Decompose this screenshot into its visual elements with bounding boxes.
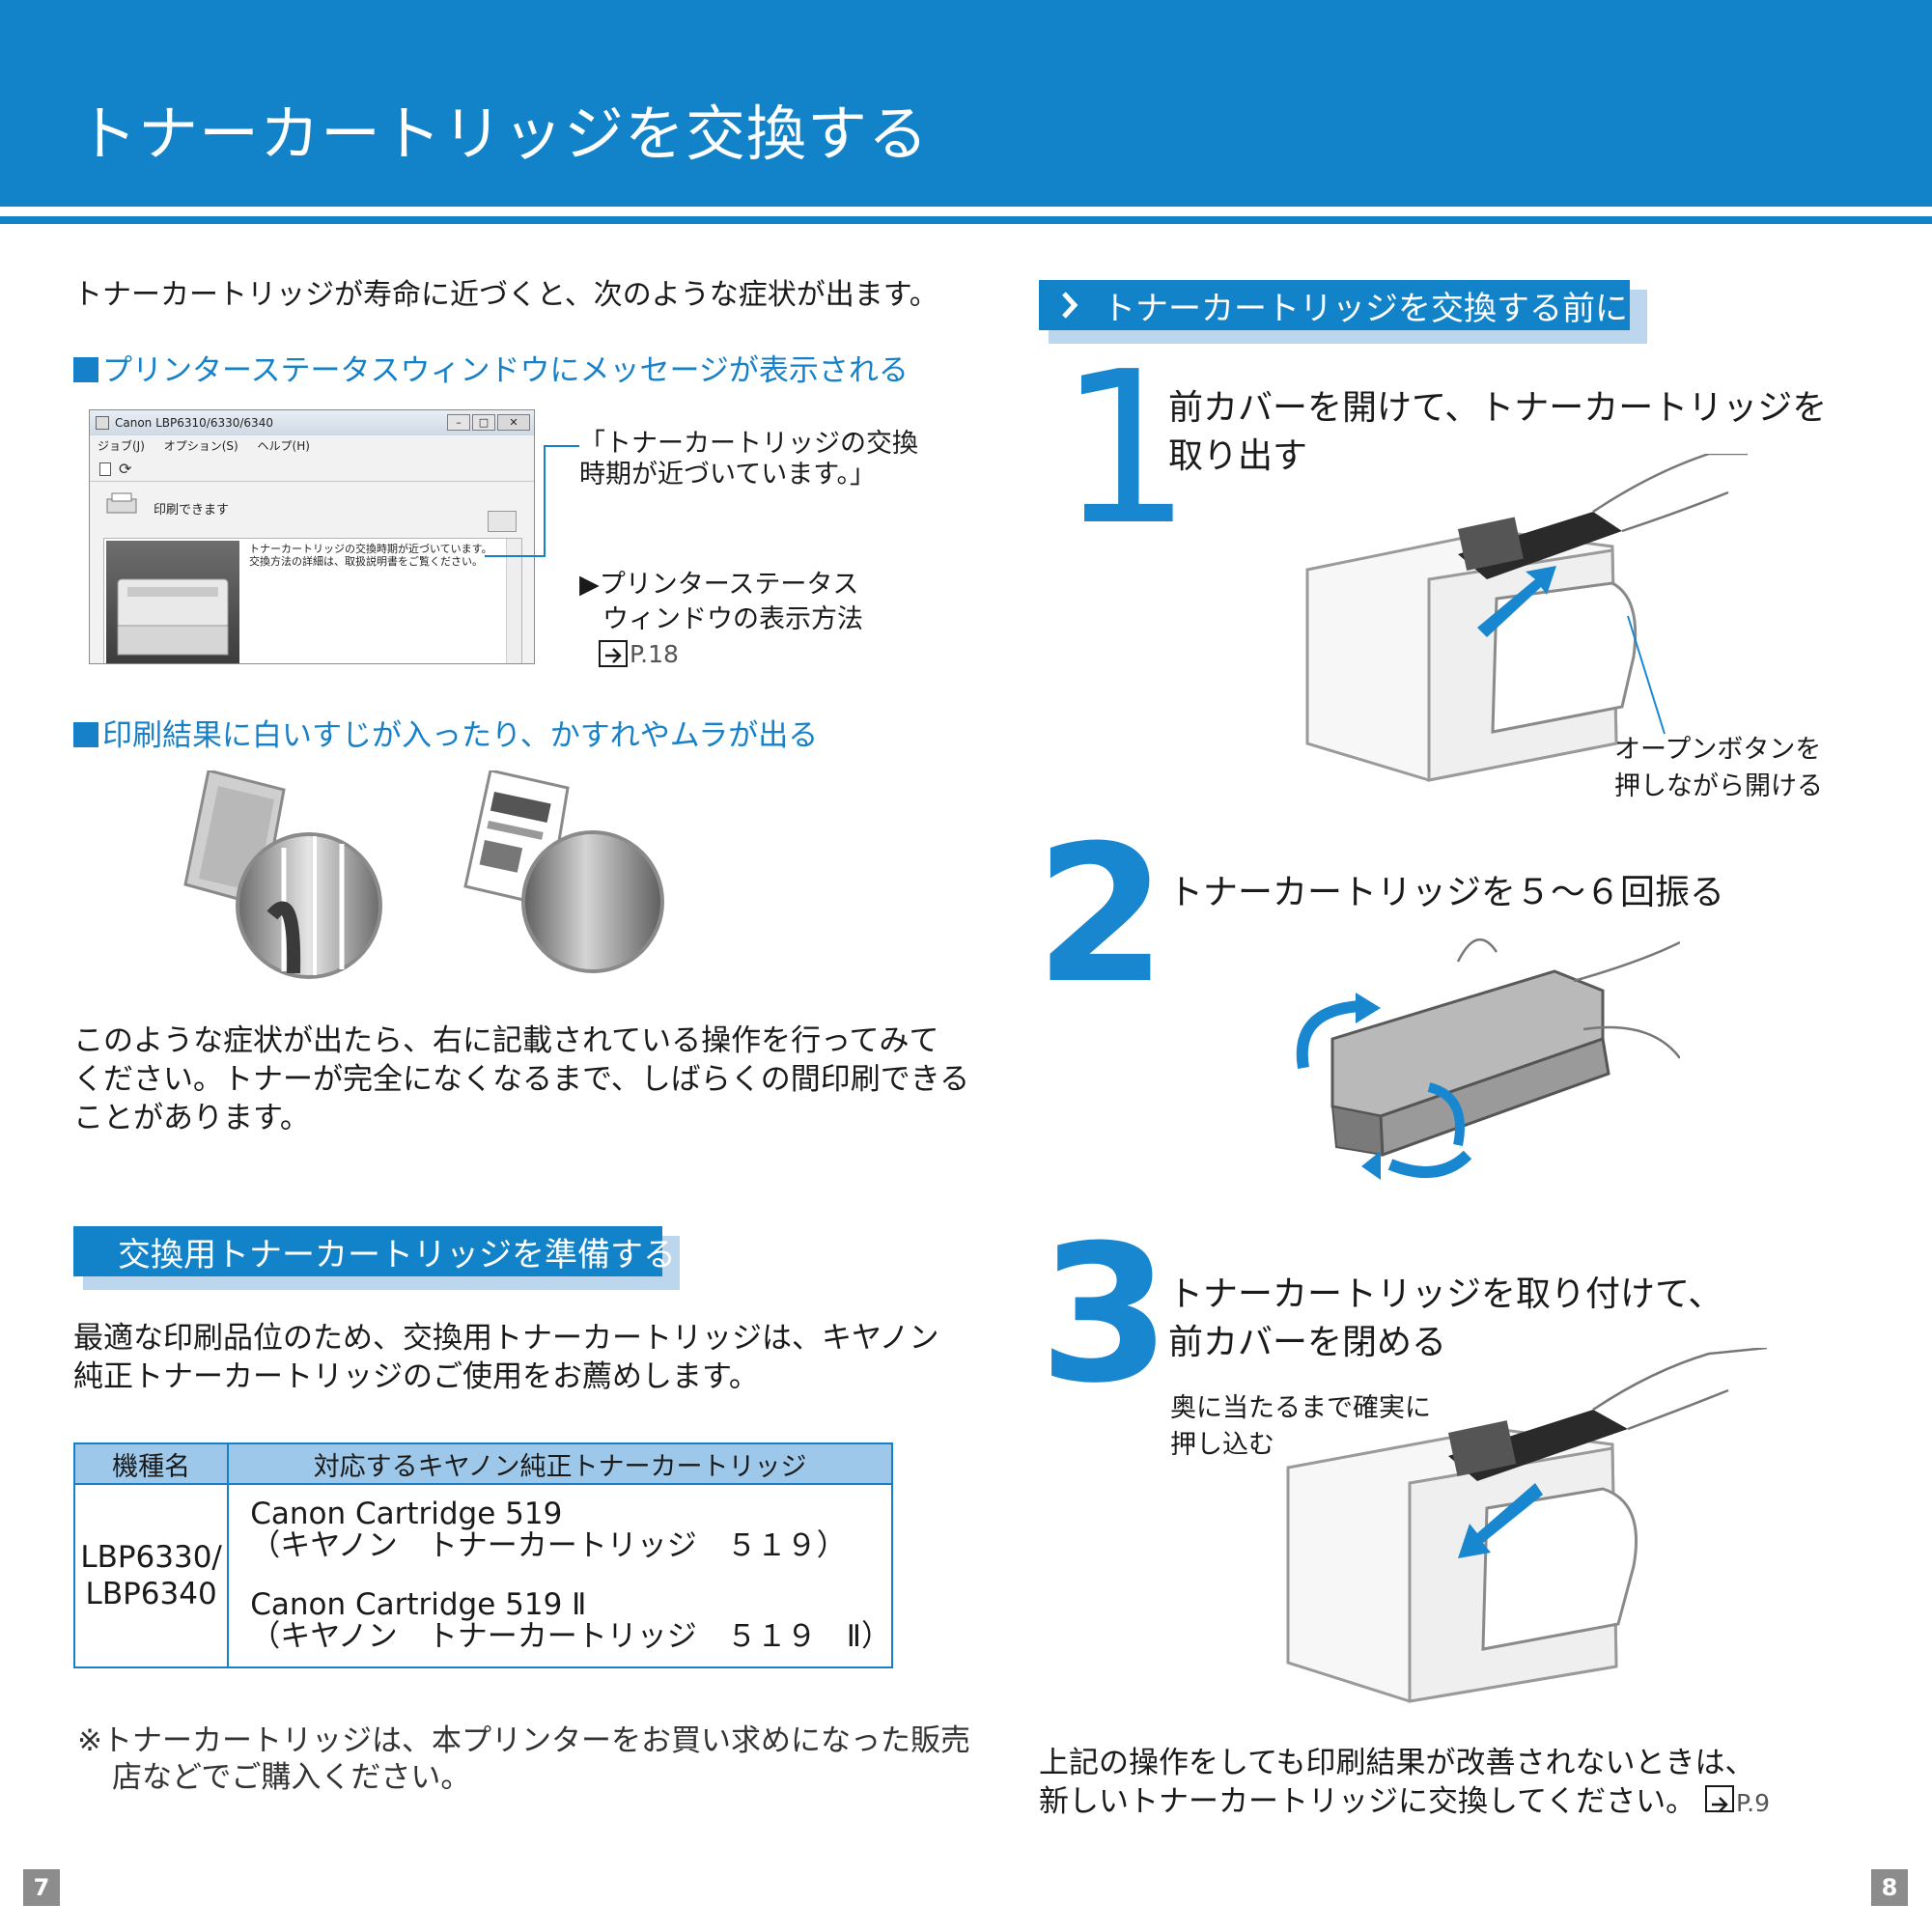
symptom1-heading: プリンターステータスウィンドウにメッセージが表示される xyxy=(73,346,909,389)
square-bullet-icon xyxy=(73,357,98,382)
step-2-title: トナーカートリッジを５～６回振る xyxy=(1168,873,1725,912)
page-reference-link[interactable]: P.9 xyxy=(1736,1789,1771,1817)
shake-cartridge-illustration xyxy=(1296,938,1680,1180)
square-bullet-icon xyxy=(73,722,98,747)
advice-text: このような症状が出たら、右に記載されている操作を行ってみて ください。トナーが完… xyxy=(73,1023,970,1135)
table-header-cartridge: 対応するキヤノン純正トナーカートリッジ xyxy=(227,1442,893,1485)
minimize-icon[interactable]: – xyxy=(447,414,470,431)
footnote: ※トナーカートリッジは、本プリンターをお買い求めになった販売 店などでご購入くだ… xyxy=(77,1723,970,1795)
open-button-note: オープンボタンを 押しながら開ける xyxy=(1614,735,1823,801)
page-reference-link[interactable]: P.18 xyxy=(630,640,679,668)
page-number-right: 8 xyxy=(1871,1869,1908,1906)
cartridge-cell: Canon Cartridge 519 （キヤノン トナーカートリッジ ５１９）… xyxy=(227,1483,893,1668)
maximize-icon[interactable]: □ xyxy=(472,414,495,431)
model-cell: LBP6330/ LBP6340 xyxy=(72,1483,230,1668)
white-streak-illustration xyxy=(183,770,382,979)
table-row: LBP6330/ LBP6340 Canon Cartridge 519 （キヤ… xyxy=(72,1483,893,1668)
message-pane: トナーカートリッジの交換時期が近づいています。 交換方法の詳細は、取扱説明書をご… xyxy=(103,538,522,663)
close-icon[interactable]: ✕ xyxy=(497,414,530,431)
window-message-callout: 「トナーカートリッジの交換 時期が近づいています。」 xyxy=(579,429,918,490)
recommend-text: 最適な印刷品位のため、交換用トナーカートリッジは、キヤノン 純正トナーカートリッ… xyxy=(73,1321,939,1394)
page-number-left: 7 xyxy=(23,1869,60,1906)
install-cartridge-illustration xyxy=(1286,1348,1767,1703)
page-icon[interactable] xyxy=(99,462,111,476)
printer-status-window: Canon LBP6310/6330/6340 – □ ✕ ジョブ(J) オプシ… xyxy=(89,409,535,664)
app-icon xyxy=(96,416,109,430)
howto-note: ▶プリンターステータス ウィンドウの表示方法 P.18 xyxy=(579,570,863,668)
details-button[interactable] xyxy=(488,511,517,532)
step-number-2: 2 xyxy=(1035,805,1167,1025)
printer-thumbnail xyxy=(106,541,239,663)
cartridge-table: 機種名 対応するキヤノン純正トナーカートリッジ LBP6330/ LBP6340… xyxy=(72,1442,893,1668)
page-ref-arrow-icon xyxy=(1705,1785,1734,1812)
window-toolbar: ⟳ xyxy=(90,457,534,482)
scrollbar[interactable] xyxy=(506,539,521,663)
table-header-model: 機種名 xyxy=(72,1442,230,1485)
menu-job[interactable]: ジョブ(J) xyxy=(98,439,145,453)
status-message: トナーカートリッジの交換時期が近づいています。 交換方法の詳細は、取扱説明書をご… xyxy=(249,543,492,568)
remove-cartridge-illustration xyxy=(1305,454,1748,782)
symptom2-heading: 印刷結果に白いすじが入ったり、かすれやムラが出る xyxy=(73,711,818,754)
page-title: トナーカートリッジを交換する xyxy=(77,98,930,169)
menu-options[interactable]: オプション(S) xyxy=(163,439,238,453)
window-menubar: ジョブ(J) オプション(S) ヘルプ(H) xyxy=(90,435,534,457)
refresh-icon[interactable]: ⟳ xyxy=(119,460,132,478)
step-1-title: 前カバーを開けて、トナーカートリッジを 取り出す xyxy=(1168,388,1828,476)
closing-text: 上記の操作をしても印刷結果が改善されないときは、 新しいトナーカートリッジに交換… xyxy=(1039,1746,1771,1819)
printer-status-icon xyxy=(106,492,137,514)
page-header xyxy=(0,0,1932,207)
callout-leader-line xyxy=(485,445,579,557)
step-number-1: 1 xyxy=(1058,327,1192,572)
header-rule xyxy=(0,216,1932,224)
menu-help[interactable]: ヘルプ(H) xyxy=(257,439,310,453)
faded-print-illustration xyxy=(463,770,664,973)
table-header-row: 機種名 対応するキヤノン純正トナーカートリッジ xyxy=(72,1442,893,1485)
intro-text: トナーカートリッジが寿命に近づくと、次のような症状が出ます。 xyxy=(73,278,938,312)
status-text: 印刷できます xyxy=(154,503,230,518)
step-3-title: トナーカートリッジを取り付けて、 前カバーを閉める xyxy=(1168,1274,1723,1362)
chevron-right-icon xyxy=(1062,292,1078,319)
window-titlebar: Canon LBP6310/6330/6340 – □ ✕ xyxy=(90,410,534,435)
step-number-3: 3 xyxy=(1039,1205,1171,1425)
insert-note: 奥に当たるまで確実に 押し込む xyxy=(1170,1393,1431,1460)
page-ref-arrow-icon xyxy=(599,640,628,667)
